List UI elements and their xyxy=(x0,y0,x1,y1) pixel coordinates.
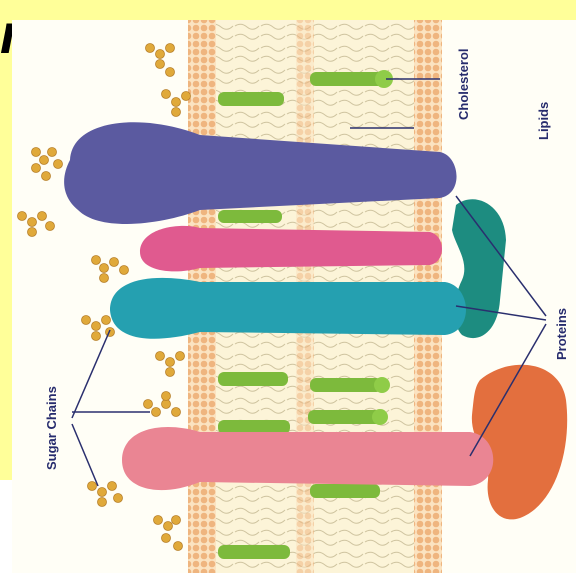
sugar-chain xyxy=(32,148,63,181)
integral-protein-pink xyxy=(122,427,493,490)
sugar-chain xyxy=(92,256,129,283)
sugar-leader-line xyxy=(72,330,110,418)
cholesterol-molecule xyxy=(308,409,388,425)
cholesterol-molecule xyxy=(218,372,288,386)
sugar-chain xyxy=(154,516,183,551)
sugar-chain xyxy=(82,316,115,341)
title-banner xyxy=(0,0,576,20)
cholesterol-molecule xyxy=(218,420,290,434)
cholesterol-molecule xyxy=(218,92,284,106)
sugar-chain xyxy=(162,90,191,117)
cholesterol-molecule xyxy=(218,545,290,559)
sugar-chain xyxy=(18,212,55,237)
cholesterol-molecule xyxy=(310,484,380,498)
cholesterol-label: Cholesterol xyxy=(456,48,471,120)
cell-membrane-diagram: Cholesterol Lipids Proteins Sugar Chains xyxy=(12,20,576,573)
integral-protein-teal xyxy=(110,278,466,339)
lipids-label: Lipids xyxy=(536,102,551,140)
sugar-chain xyxy=(88,482,123,507)
sugar-chain xyxy=(146,44,175,77)
sugar-chain xyxy=(156,352,185,377)
proteins-label: Proteins xyxy=(554,308,569,360)
left-sidebar-band xyxy=(0,0,12,480)
membrane-svg: Cholesterol Lipids Proteins Sugar Chains xyxy=(12,20,576,573)
sugar-chains-label: Sugar Chains xyxy=(44,386,59,470)
cholesterol-molecule xyxy=(218,210,282,223)
cholesterol-molecule xyxy=(310,377,390,393)
integral-protein-magenta xyxy=(140,226,442,272)
cholesterol-molecule xyxy=(310,70,393,88)
sugar-leader-line xyxy=(72,424,98,486)
